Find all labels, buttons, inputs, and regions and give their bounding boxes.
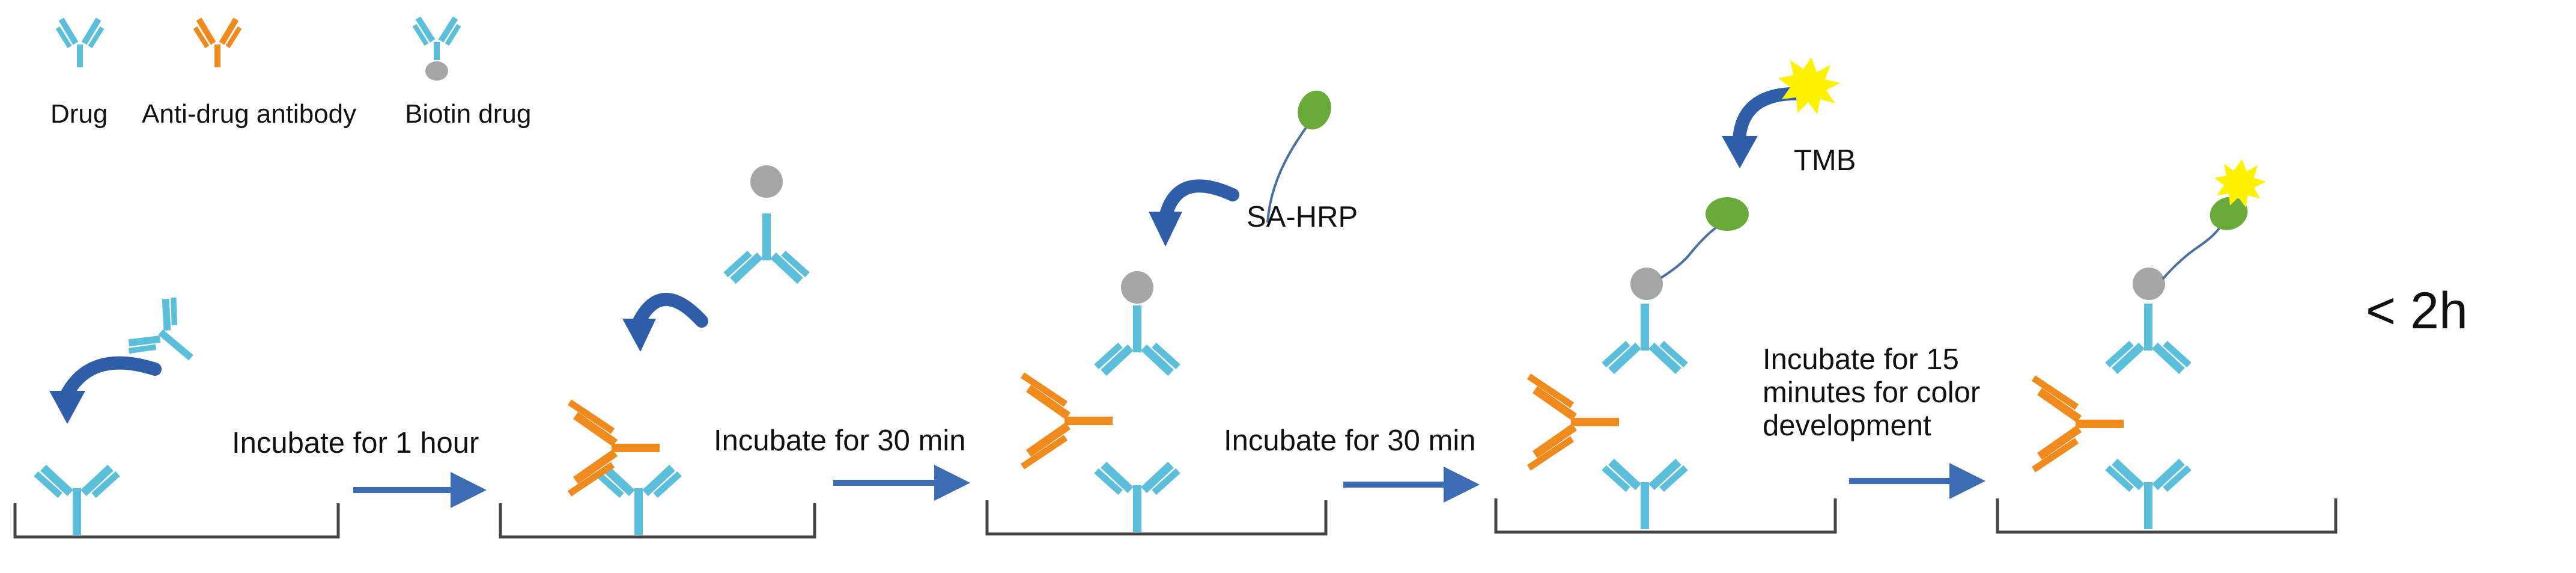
stage4-tmb <box>1778 57 1840 114</box>
plate-2 <box>499 503 816 539</box>
stage3-coated-drug <box>1096 465 1178 532</box>
plate-4 <box>1494 498 1837 534</box>
step-label-1: Incubate for 1 hour <box>232 427 479 459</box>
stage-5 <box>2034 159 2266 529</box>
step-label-4: Incubate for 15 minutes for color develo… <box>1763 343 1980 443</box>
stage3-biotin-drug <box>1096 305 1178 373</box>
legend-label-anti-drug-antibody: Anti-drug antibody <box>142 99 357 129</box>
stage5-sa-hrp <box>2210 197 2248 230</box>
stage5-coated-drug <box>2107 462 2189 529</box>
curved-arrow-2 <box>622 293 708 352</box>
plates <box>13 498 2338 539</box>
step-label-2: Incubate for 30 min <box>714 424 966 457</box>
legend <box>55 16 461 81</box>
stage-4 <box>1529 57 1840 529</box>
stage5-anti-drug-antibody <box>2034 378 2124 470</box>
curved-arrow-4 <box>1722 87 1809 168</box>
stage3-free-sa-hrp <box>1266 90 1331 223</box>
stage2-free-biotin-drug <box>726 165 807 281</box>
process-arrows <box>353 463 1985 508</box>
plate-3 <box>985 500 1328 536</box>
stage-3 <box>1022 90 1331 532</box>
curved-arrows <box>49 87 1809 424</box>
plate-5 <box>1996 498 2338 534</box>
stage1-coated-drug <box>36 468 118 535</box>
legend-drug-icon <box>55 17 105 67</box>
stage4-anti-drug-antibody <box>1529 376 1619 468</box>
legend-label-biotin-drug: Biotin drug <box>405 99 532 129</box>
step-label-3: Incubate for 30 min <box>1224 424 1476 457</box>
reagent-label-sa-hrp: SA-HRP <box>1247 201 1358 233</box>
stage2-coated-drug <box>598 468 679 535</box>
stage-2 <box>570 165 807 535</box>
step-label-4-line-2: minutes for color <box>1763 376 1981 409</box>
curved-arrow-3 <box>1149 179 1239 247</box>
curved-arrow-1 <box>49 356 162 424</box>
stage5-tmb <box>2214 159 2266 207</box>
stage5-biotin-drug <box>2107 304 2189 371</box>
legend-anti-drug-antibody-icon <box>193 17 242 67</box>
stage4-sa-hrp <box>1706 197 1749 231</box>
stage3-biotin <box>1121 271 1153 304</box>
stage4-biotin-drug <box>1604 304 1686 371</box>
stage5-biotin <box>2133 268 2165 300</box>
step-label-4-line-1: Incubate for 15 <box>1763 343 1959 376</box>
stage4-biotin <box>1630 268 1663 300</box>
stage3-anti-drug-antibody <box>1022 375 1113 467</box>
stage4-coated-drug <box>1604 462 1686 529</box>
plate-1 <box>13 503 340 539</box>
legend-biotin-drug-icon <box>412 16 461 81</box>
legend-label-drug: Drug <box>50 99 108 129</box>
reagent-label-tmb: TMB <box>1794 144 1856 177</box>
total-time-label: < 2h <box>2366 282 2468 340</box>
step-label-4-line-3: development <box>1763 409 1931 442</box>
